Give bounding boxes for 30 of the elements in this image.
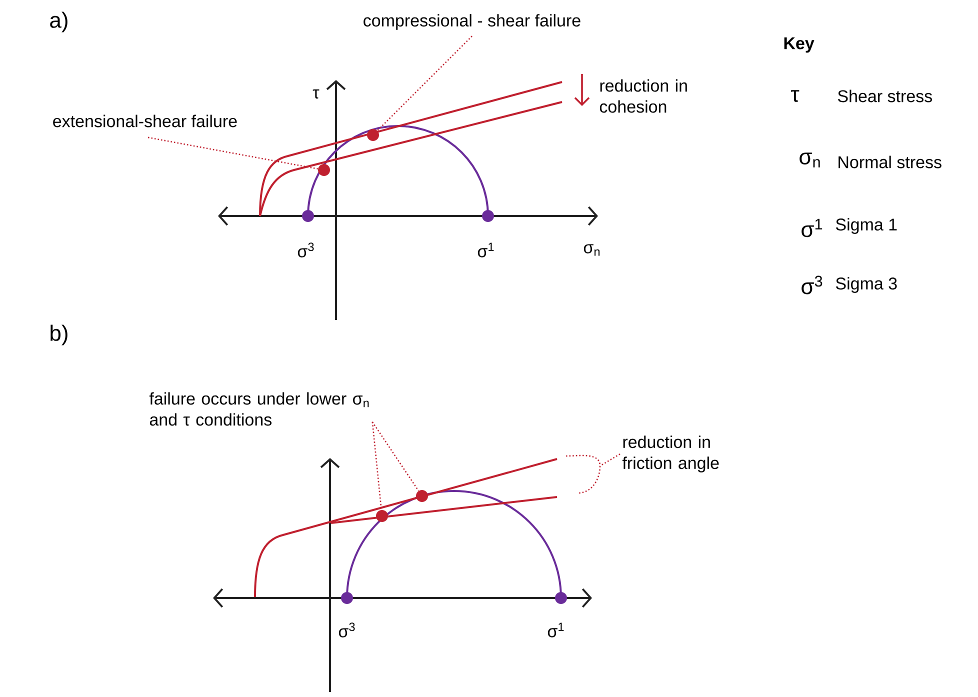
- failure-point: [367, 129, 379, 141]
- leader-line: [376, 36, 472, 132]
- key-heading: Key: [784, 37, 814, 53]
- axis-label: σ$_{n}$: [584, 244, 600, 256]
- axis-label: σ$^{3}$: [338, 622, 355, 638]
- key-symbol: σ$^{3}$: [802, 276, 822, 294]
- callout-text: extensional-shear failure: [53, 114, 237, 128]
- panel-label: a): [50, 12, 68, 32]
- key-text: Sigma 3: [836, 277, 897, 293]
- axis-label: σ$^{3}$: [298, 242, 314, 258]
- annotation-text: reduction in cohesion: [600, 79, 687, 113]
- leader-line: [565, 453, 621, 494]
- callout-text: reduction in friction angle: [622, 436, 719, 472]
- failure-point: [318, 164, 330, 176]
- key-text: Normal stress: [838, 156, 942, 168]
- leader-line: [148, 136, 318, 170]
- callout-text: compressional - shear failure: [364, 14, 580, 30]
- key-text: Shear stress: [838, 90, 932, 102]
- axis-label: σ$^{1}$: [548, 622, 564, 638]
- key-text: Sigma 1: [836, 218, 897, 234]
- axis-label: τ: [312, 89, 320, 99]
- axis-label: σ$^{1}$: [478, 242, 494, 258]
- failure-point: [376, 510, 388, 522]
- key-symbol: τ: [790, 90, 800, 102]
- key-symbol: σ$^{1}$: [802, 218, 822, 238]
- panel-label: b): [50, 324, 68, 346]
- failure-point: [416, 490, 428, 502]
- callout-text: failure occurs under lower σ$_{n}$ and τ conditions: [149, 392, 369, 426]
- key-symbol: σ$_{n}$: [800, 152, 820, 168]
- leader-line: [372, 422, 420, 492]
